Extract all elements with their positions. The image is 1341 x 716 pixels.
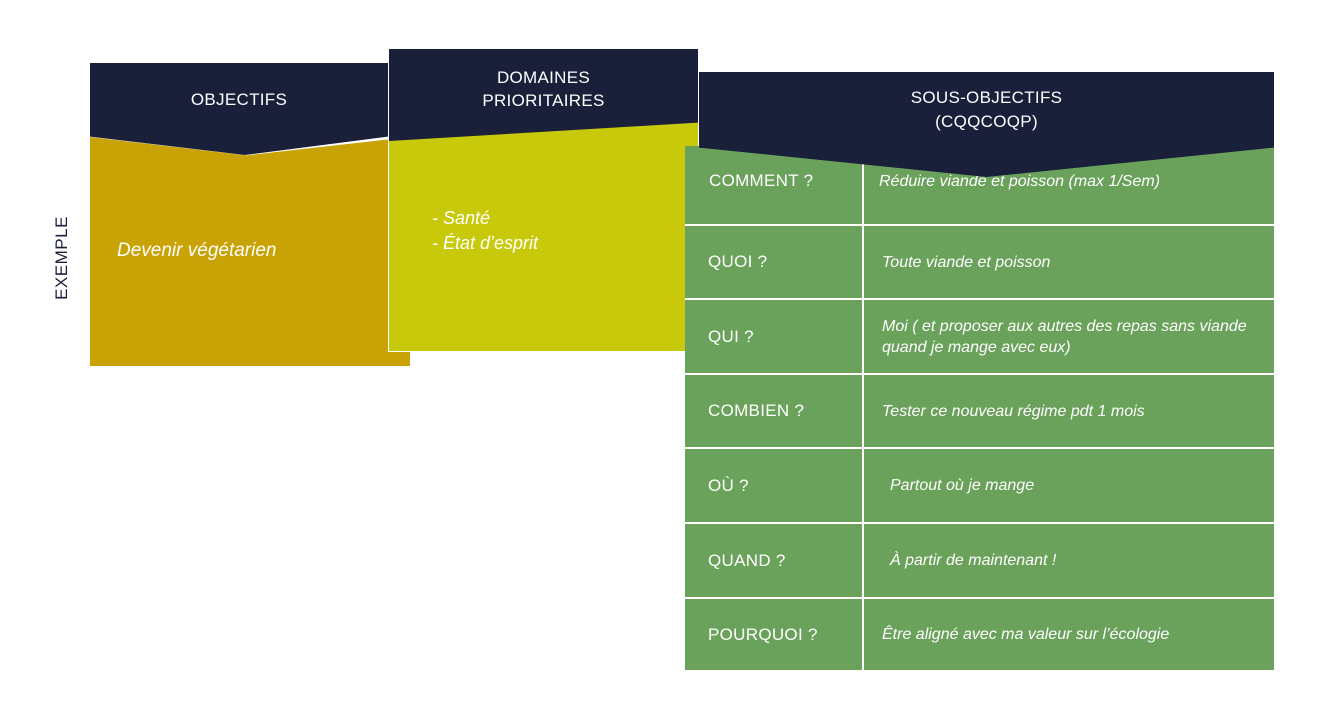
row-label-qui: QUI ? — [685, 300, 862, 373]
row-value-pourquoi: Être aligné avec ma valeur sur l’écologi… — [864, 599, 1274, 670]
domaines-header-line2: PRIORITAIRES — [482, 91, 605, 110]
objectifs-header-label: OBJECTIFS — [190, 90, 288, 109]
side-label: EXEMPLE — [52, 216, 71, 300]
row-value-combien: Tester ce nouveau régime pdt 1 mois — [864, 375, 1274, 447]
row-label-ou: OÙ ? — [685, 449, 862, 522]
sous-objectifs-header-line2: (CQQCOQP) — [935, 112, 1038, 131]
row-label-quoi: QUOI ? — [685, 226, 862, 298]
sous-objectifs-header-label: SOUS-OBJECTIFS (CQQCOQP) — [699, 72, 1274, 148]
sous-objectifs-table: COMMENT ? Réduire viande et poisson (max… — [685, 146, 1274, 670]
row-label-comment: COMMENT ? — [685, 146, 862, 224]
domaines-body — [389, 122, 698, 351]
row-label-combien: COMBIEN ? — [685, 375, 862, 447]
domaines-header-line1: DOMAINES — [496, 68, 591, 87]
row-label-quand: QUAND ? — [685, 524, 862, 597]
row-value-qui: Moi ( et proposer aux autres des repas s… — [864, 300, 1274, 373]
objectifs-header — [90, 63, 388, 155]
sous-objectifs-header-line1: SOUS-OBJECTIFS — [910, 88, 1063, 107]
objectifs-content: Devenir végétarien — [117, 240, 277, 261]
domaines-list: - Santé - État d’esprit — [432, 206, 538, 256]
objectifs-body — [90, 137, 410, 366]
row-value-quand: À partir de maintenant ! — [864, 524, 1274, 597]
row-label-pourquoi: POURQUOI ? — [685, 599, 862, 670]
domaines-item: - État d’esprit — [432, 233, 539, 253]
domaines-header-label: DOMAINES PRIORITAIRES — [389, 49, 698, 129]
domaines-item: - Santé — [432, 208, 491, 228]
domaines-header — [389, 49, 698, 141]
row-value-quoi: Toute viande et poisson — [864, 226, 1274, 298]
row-value-ou: Partout où je mange — [864, 449, 1274, 522]
